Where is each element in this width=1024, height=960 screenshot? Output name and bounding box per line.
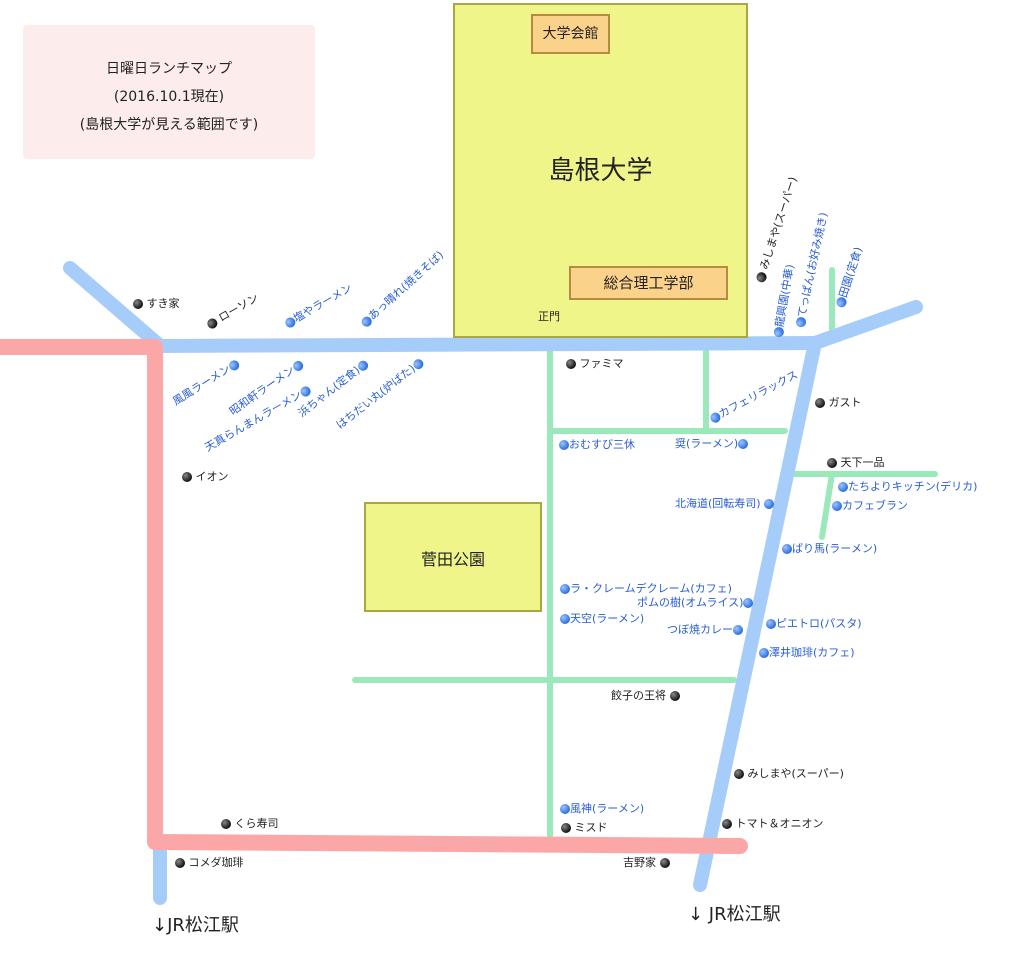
place-komeda[interactable]: コメダ珈琲 [175, 856, 244, 870]
place-tomato-onion[interactable]: トマト＆オニオン [722, 817, 824, 831]
dot-icon [659, 858, 670, 868]
dot-icon [766, 619, 776, 629]
place-tsubo-curry[interactable]: つぼ焼カレー [667, 623, 743, 637]
place-label: たちよりキッチン(デリカ) [848, 480, 978, 493]
place-bariuma-ramen[interactable]: ばり馬(ラーメン) [782, 542, 877, 556]
dot-icon [559, 440, 569, 450]
place-tachiyori-kitchen[interactable]: たちよりキッチン(デリカ) [838, 480, 977, 494]
blue-road-top [151, 336, 822, 353]
map-title: 日曜日ランチマップ [106, 61, 232, 77]
place-label: おむすび三休 [569, 438, 635, 451]
place-tenkaippin[interactable]: 天下一品 [827, 456, 885, 470]
university-label: 島根大学 [548, 156, 653, 186]
map-date: (2016.10.1現在) [113, 89, 225, 105]
dot-icon [827, 458, 837, 468]
place-label: ミスド [574, 821, 608, 834]
dot-icon [782, 544, 792, 554]
dot-icon [175, 858, 185, 868]
place-cafe-blanc[interactable]: カフェブラン [832, 499, 908, 513]
park-label: 菅田公園 [420, 550, 485, 569]
dot-icon [773, 326, 785, 338]
place-tenku-ramen[interactable]: 天空(ラーメン) [560, 612, 644, 626]
place-label: つぼ焼カレー [667, 623, 733, 636]
dot-icon [722, 819, 732, 829]
place-misdo[interactable]: ミスド [561, 821, 608, 835]
place-yoshinoya[interactable]: 吉野家 [623, 856, 670, 870]
place-label: すき家 [146, 297, 180, 310]
place-label: 天空(ラーメン) [570, 612, 645, 625]
place-label: 天下一品 [840, 456, 885, 469]
place-label: ガスト [828, 396, 862, 409]
park-area[interactable] [364, 502, 542, 612]
place-aeon[interactable]: イオン [182, 470, 229, 484]
place-kura-sushi[interactable]: くら寿司 [221, 817, 279, 831]
dot-icon [182, 472, 192, 482]
place-label: トマト＆オニオン [735, 817, 824, 830]
main-road [0, 339, 748, 854]
university-hall[interactable]: 大学会館 [531, 14, 610, 54]
place-omusubi-sankyu[interactable]: おむすび三休 [559, 438, 635, 452]
place-hokkaido-sushi[interactable]: 北海道(回転寿司) [675, 497, 775, 511]
blue-road-diagonal-nw [63, 261, 165, 351]
map-title-box: 日曜日ランチマップ (2016.10.1現在) (島根大学が見える範囲です) [23, 25, 315, 159]
place-label: 餃子の王将 [611, 689, 666, 702]
place-label: ピエトロ(パスタ) [776, 617, 862, 630]
place-sukiya[interactable]: すき家 [133, 297, 180, 311]
dot-icon [560, 804, 570, 814]
faculty-label: 総合理工学部 [603, 274, 694, 292]
place-sho-ramen[interactable]: 奨(ラーメン) [675, 437, 749, 451]
dot-icon [738, 439, 749, 449]
place-pomme-no-ki[interactable]: ポムの樹(オムライス) [637, 596, 754, 610]
dot-icon [560, 584, 570, 594]
place-label: コメダ珈琲 [188, 856, 244, 869]
dot-icon [815, 398, 825, 408]
dot-icon [734, 769, 744, 779]
place-gusto[interactable]: ガスト [815, 396, 862, 410]
place-label: ラ・クレームデクレーム(カフェ) [570, 582, 732, 595]
place-sawai-coffee[interactable]: 澤井珈琲(カフェ) [759, 646, 855, 660]
place-label: くら寿司 [234, 817, 279, 830]
dot-icon [832, 501, 842, 511]
dot-icon [764, 499, 775, 509]
place-label: カフェブラン [842, 499, 908, 512]
dot-icon [743, 598, 754, 608]
blue-road-right-diagonal [693, 336, 822, 892]
dot-icon [221, 819, 231, 829]
place-la-creme[interactable]: ラ・クレームデクレーム(カフェ) [560, 582, 732, 596]
dot-icon [561, 823, 571, 833]
dot-icon [838, 482, 848, 492]
place-pietro[interactable]: ピエトロ(パスタ) [766, 617, 862, 631]
place-label: みしまや(スーパー) [747, 767, 844, 780]
green-road-v-right [819, 471, 835, 540]
place-label: ポムの樹(オムライス) [637, 596, 744, 609]
dot-icon [133, 299, 143, 309]
dot-icon [669, 691, 680, 701]
dot-icon [759, 648, 769, 658]
station-left: ↓JR松江駅 [152, 915, 239, 936]
place-label: ファミマ [579, 357, 624, 370]
place-label: 澤井珈琲(カフェ) [769, 646, 855, 659]
gate-label: 正門 [538, 310, 560, 323]
map-scope: (島根大学が見える範囲です) [79, 117, 259, 133]
university-hall-label: 大学会館 [542, 26, 599, 42]
place-label: 北海道(回転寿司) [675, 497, 761, 510]
place-label: 吉野家 [623, 856, 656, 869]
place-label: ばり馬(ラーメン) [792, 542, 878, 555]
dot-icon [560, 614, 570, 624]
place-famima[interactable]: ファミマ [566, 357, 624, 371]
dot-icon [733, 625, 743, 635]
place-gyoza-no-ohsho[interactable]: 餃子の王将 [611, 689, 680, 703]
faculty-building[interactable]: 総合理工学部 [569, 266, 728, 300]
dot-icon [566, 359, 576, 369]
station-right: ↓ JR松江駅 [688, 904, 781, 925]
place-label: 奨(ラーメン) [675, 437, 739, 450]
place-label: イオン [195, 470, 229, 483]
place-mishimaya-south[interactable]: みしまや(スーパー) [734, 767, 844, 781]
place-label: 風神(ラーメン) [570, 802, 645, 815]
blue-road-ne [808, 300, 923, 350]
place-fujin-ramen[interactable]: 風神(ラーメン) [560, 802, 644, 816]
